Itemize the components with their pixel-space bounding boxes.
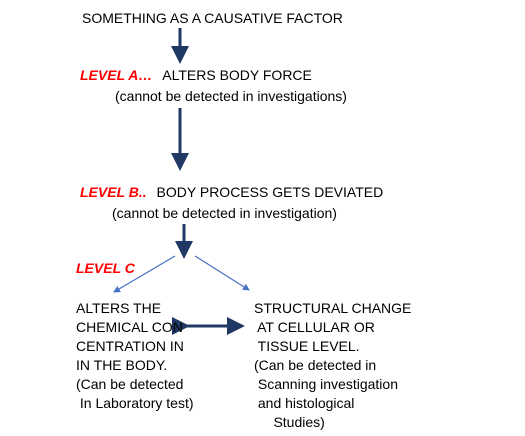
level-a-note: (cannot be detected in investigations) xyxy=(115,88,347,104)
right-branch-text: STRUCTURAL CHANGE AT CELLULAR OR TISSUE … xyxy=(254,299,411,432)
right-branch-line: Scanning investigation xyxy=(254,376,398,392)
right-branch-line: AT CELLULAR OR xyxy=(254,319,375,335)
level-b-row: LEVEL B.. BODY PROCESS GETS DEVIATED xyxy=(80,184,383,200)
left-branch-line: (Can be detected xyxy=(76,376,184,392)
left-branch-line: ALTERS THE xyxy=(76,300,162,316)
level-b-label: LEVEL B xyxy=(80,184,139,200)
left-branch-line: IN THE BODY. xyxy=(76,357,168,373)
level-b-text: BODY PROCESS GETS DEVIATED xyxy=(156,184,384,200)
right-branch-line: and histological xyxy=(254,395,355,411)
right-branch-line: STRUCTURAL CHANGE xyxy=(254,300,412,316)
level-a-row: LEVEL A… ALTERS BODY FORCE xyxy=(80,67,312,83)
right-branch-line: (Can be detected in xyxy=(254,357,377,373)
top-cause-text: SOMETHING AS A CAUSATIVE FACTOR xyxy=(82,10,343,26)
right-branch-line: Studies) xyxy=(254,414,325,430)
branch-arrow-left xyxy=(113,255,176,293)
right-branch-line: TISSUE LEVEL. xyxy=(254,338,360,354)
left-branch-text: ALTERS THE CHEMICAL CON CENTRATION IN IN… xyxy=(76,299,194,413)
left-branch-line: CHEMICAL CON xyxy=(76,319,183,335)
left-branch-line: In Laboratory test) xyxy=(76,395,194,411)
level-b-label-suffix: .. xyxy=(138,184,147,200)
branch-arrow-right xyxy=(194,255,250,291)
left-branch-line: CENTRATION IN xyxy=(76,338,184,354)
level-a-label: LEVEL A… xyxy=(80,67,153,83)
level-b-note: (cannot be detected in investigation) xyxy=(112,205,337,221)
level-a-text: ALTERS BODY FORCE xyxy=(162,67,312,83)
level-c-label: LEVEL C xyxy=(76,260,135,276)
